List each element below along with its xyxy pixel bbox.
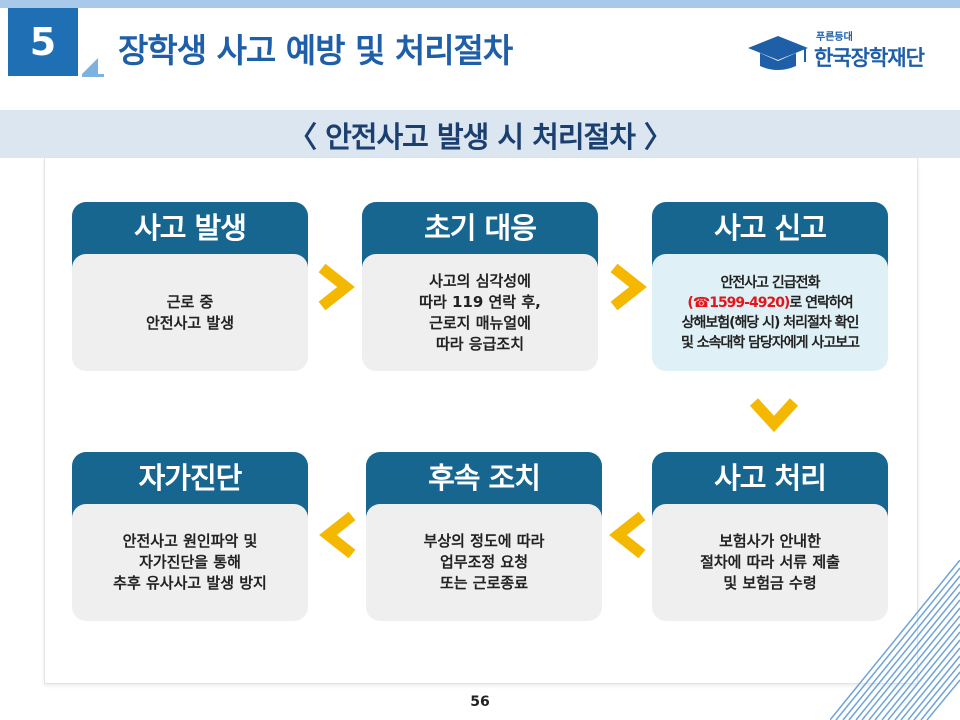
step-line: 상해보험(해당 시) 처리절차 확인 (681, 314, 860, 331)
step-line: 또는 근로종료 (439, 574, 529, 592)
step-description: 안전사고 긴급전화 (☎1599-4920)로 연락하여 상해보험(해당 시) … (652, 254, 888, 371)
subtitle-band (0, 110, 960, 158)
step-line: 및 보험금 수령 (723, 574, 817, 592)
step-line: 보험사가 안내한 (719, 532, 821, 550)
chevron-right-icon (318, 263, 355, 311)
step-description: 근로 중 안전사고 발생 (72, 254, 308, 371)
decorative-stripes (830, 560, 960, 720)
step-line: (☎1599-4920)로 연락하여 (687, 293, 853, 313)
chevron-left-icon (609, 511, 646, 559)
section-number: 5 (29, 20, 57, 64)
emergency-phone: (☎1599-4920) (687, 294, 790, 311)
step-line: 절차에 따라 서류 제출 (700, 553, 840, 571)
chevron-right-icon (610, 263, 647, 311)
logo-subtitle: 푸른등대 (816, 32, 853, 43)
step-description: 부상의 정도에 따라 업무조정 요청 또는 근로종료 (366, 504, 602, 621)
step-line: 안전사고 긴급전화 (720, 274, 821, 291)
step-line: 업무조정 요청 (439, 553, 529, 571)
step-line: 근로지 매뉴얼에 (429, 313, 531, 332)
step-line: 근로 중 (166, 292, 214, 311)
section-number-decoration (82, 58, 98, 74)
graduation-cap-icon (748, 36, 808, 70)
step-line: 따라 119 연락 후, (419, 292, 541, 311)
page-number: 56 (470, 694, 490, 710)
subtitle: 〈 안전사고 발생 시 처리절차 〉 (288, 120, 673, 154)
step-line: 부상의 정도에 따라 (423, 532, 545, 550)
step-line: 따라 응급조치 (435, 334, 525, 353)
step-line: 안전사고 발생 (145, 313, 235, 332)
chevron-left-icon (319, 511, 356, 559)
step-line: 및 소속대학 담당자에게 사고보고 (681, 334, 860, 351)
page-title: 장학생 사고 예방 및 처리절차 (118, 31, 513, 70)
step-line: 자가진단을 통해 (139, 553, 241, 571)
top-accent-bar (0, 0, 960, 8)
section-number-badge: 5 (8, 8, 78, 76)
kosaf-logo: 푸른등대 한국장학재단 (746, 26, 936, 76)
section-underline (82, 74, 104, 77)
step-line: 추후 유사사고 발생 방지 (113, 574, 267, 592)
chevron-down-icon (749, 398, 799, 433)
step-line-rest: 로 연락하여 (789, 294, 853, 311)
step-line: 사고의 심각성에 (429, 271, 531, 290)
logo-name: 한국장학재단 (814, 46, 925, 70)
step-line: 안전사고 원인파악 및 (122, 532, 258, 550)
step-description: 사고의 심각성에 따라 119 연락 후, 근로지 매뉴얼에 따라 응급조치 (362, 254, 598, 371)
step-description: 보험사가 안내한 절차에 따라 서류 제출 및 보험금 수령 (652, 504, 888, 621)
step-description: 안전사고 원인파악 및 자가진단을 통해 추후 유사사고 발생 방지 (72, 504, 308, 621)
